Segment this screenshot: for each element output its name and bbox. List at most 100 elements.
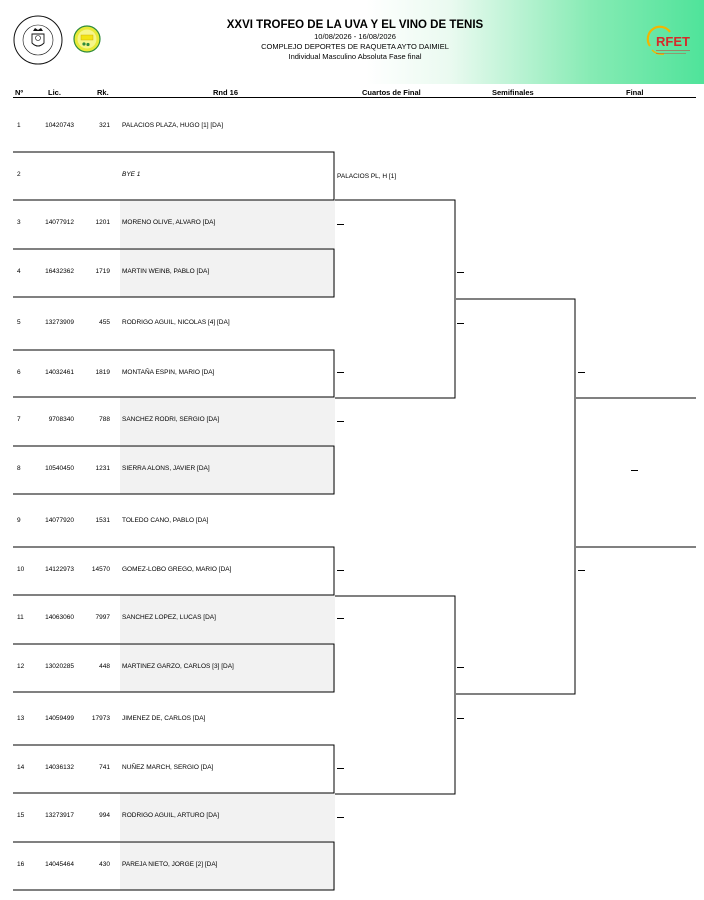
qf-connector (335, 199, 456, 399)
ranking: 14570 (91, 566, 110, 573)
club-logo (73, 25, 101, 53)
player-name: PALACIOS PLAZA, HUGO [1] [DA] (122, 122, 224, 129)
seed-number: 9 (17, 517, 21, 524)
license-number: 14122973 (45, 566, 74, 573)
seed-number: 16 (17, 861, 25, 868)
draw-row: 11 14063060 7997 SANCHEZ LOPEZ, LUCAS [D… (0, 595, 704, 643)
col-license: Lic. (48, 88, 61, 97)
ranking: 1719 (95, 268, 110, 275)
pending-match-dash (457, 667, 464, 668)
pending-match-dash (457, 272, 464, 273)
ranking: 7997 (95, 614, 110, 621)
seed-number: 10 (17, 566, 25, 573)
ranking: 430 (99, 861, 110, 868)
seed-number: 11 (17, 614, 24, 621)
row-shade (120, 793, 335, 841)
svg-text:RFET: RFET (656, 34, 690, 49)
draw-row: 2 BYE 1 (0, 152, 704, 200)
r16-connector (13, 445, 335, 495)
license-number: 9708340 (48, 416, 74, 423)
r16-connector (13, 151, 335, 201)
tournament-event: Individual Masculino Absoluta Fase final (288, 52, 422, 61)
seed-number: 3 (17, 219, 21, 226)
pending-match-dash (337, 768, 344, 769)
tournament-title: XXVI TROFEO DE LA UVA Y EL VINO DE TENIS (226, 19, 484, 31)
ranking: 1231 (95, 465, 110, 472)
license-number: 14077920 (45, 517, 74, 524)
r16-connector (13, 546, 335, 596)
pending-match-dash (457, 323, 464, 324)
pending-match-dash (337, 224, 344, 225)
player-name: GOMEZ-LOBO GREGO, MARIO [DA] (122, 566, 232, 573)
tournament-dates: 10/08/2026 - 16/08/2026 (314, 32, 396, 41)
draw-row: 13 14059499 17973 JIMENEZ DE, CARLOS [DA… (0, 696, 704, 744)
federation-logo (12, 14, 64, 66)
pending-match-dash (631, 470, 638, 471)
page-header: XXVI TROFEO DE LA UVA Y EL VINO DE TENIS… (0, 0, 704, 84)
pending-match-dash (578, 570, 585, 571)
pending-match-dash (337, 421, 344, 422)
r16-connector (13, 349, 335, 398)
ranking: 741 (99, 764, 110, 771)
ranking: 1201 (95, 219, 110, 226)
rfet-logo: RFET (644, 24, 698, 60)
row-shade (120, 842, 335, 890)
draw-row: 5 13273909 455 RODRIGO AGUIL, NICOLAS [4… (0, 300, 704, 348)
ranking: 321 (99, 122, 110, 129)
draw-row: 12 13020285 448 MARTINEZ GARZO, CARLOS [… (0, 644, 704, 692)
bye-entry: BYE 1 (122, 171, 141, 178)
license-number: 14036132 (45, 764, 74, 771)
sf-connector (456, 298, 576, 695)
seed-number: 8 (17, 465, 21, 472)
pending-match-dash (578, 372, 585, 373)
draw-row: 8 10540450 1231 SIERRA ALONS, JAVIER [DA… (0, 446, 704, 494)
pending-match-dash (457, 718, 464, 719)
pending-match-dash (337, 570, 344, 571)
license-number: 13273909 (45, 319, 74, 326)
col-quarterfinals: Cuartos de Final (362, 88, 421, 97)
pending-match-dash (337, 618, 344, 619)
r16-connector (13, 643, 335, 693)
license-number: 14045464 (45, 861, 74, 868)
row-shade (120, 644, 335, 692)
ranking: 1819 (95, 369, 110, 376)
col-seed: Nº (15, 88, 24, 97)
draw-row: 7 9708340 788 SANCHEZ RODRI, SERGIO [DA] (0, 397, 704, 445)
license-number: 14077912 (45, 219, 74, 226)
header-divider (13, 97, 696, 98)
draw-row: 4 16432362 1719 MARTIN WEINB, PABLO [DA] (0, 249, 704, 297)
player-name: MARTIN WEINB, PABLO [DA] (122, 268, 210, 275)
seed-number: 4 (17, 268, 21, 275)
player-name: SIERRA ALONS, JAVIER [DA] (122, 465, 210, 472)
ranking: 448 (99, 663, 110, 670)
seed-number: 5 (17, 319, 21, 326)
seed-number: 14 (17, 764, 25, 771)
column-headers: Nº Lic. Rk. Rnd 16 Cuartos de Final Semi… (0, 88, 704, 98)
draw-row: 10 14122973 14570 GOMEZ-LOBO GREGO, MARI… (0, 547, 704, 595)
r16-connector (13, 841, 335, 891)
r16-connector (13, 248, 335, 298)
player-name: PAREJA NIETO, JORGE [2] [DA] (122, 861, 218, 868)
qf-connector (335, 595, 456, 795)
player-name: RODRIGO AGUIL, ARTURO [DA] (122, 812, 220, 819)
player-name: MORENO OLIVE, ALVARO [DA] (122, 219, 216, 226)
r16-connector (13, 744, 335, 794)
tournament-venue: COMPLEJO DEPORTES DE RAQUETA AYTO DAIMIE… (261, 42, 449, 51)
license-number: 10420743 (45, 122, 74, 129)
player-name: RODRIGO AGUIL, NICOLAS [4] [DA] (122, 319, 230, 326)
draw-row: 6 14032461 1819 MONTAÑA ESPIN, MARIO [DA… (0, 350, 704, 398)
col-final: Final (626, 88, 644, 97)
row-shade (120, 200, 335, 248)
seed-number: 1 (17, 122, 21, 129)
player-name: SANCHEZ LOPEZ, LUCAS [DA] (122, 614, 216, 621)
license-number: 10540450 (45, 465, 74, 472)
draw-row: 9 14077920 1531 TOLEDO CANO, PABLO [DA] (0, 498, 704, 546)
draw-row: 15 13273917 994 RODRIGO AGUIL, ARTURO [D… (0, 793, 704, 841)
license-number: 14063060 (45, 614, 74, 621)
player-name: TOLEDO CANO, PABLO [DA] (122, 517, 209, 524)
ranking: 994 (99, 812, 110, 819)
qf-winner-name: PALACIOS PL, H [1] (337, 173, 397, 180)
row-shade (120, 595, 335, 643)
ranking: 788 (99, 416, 110, 423)
